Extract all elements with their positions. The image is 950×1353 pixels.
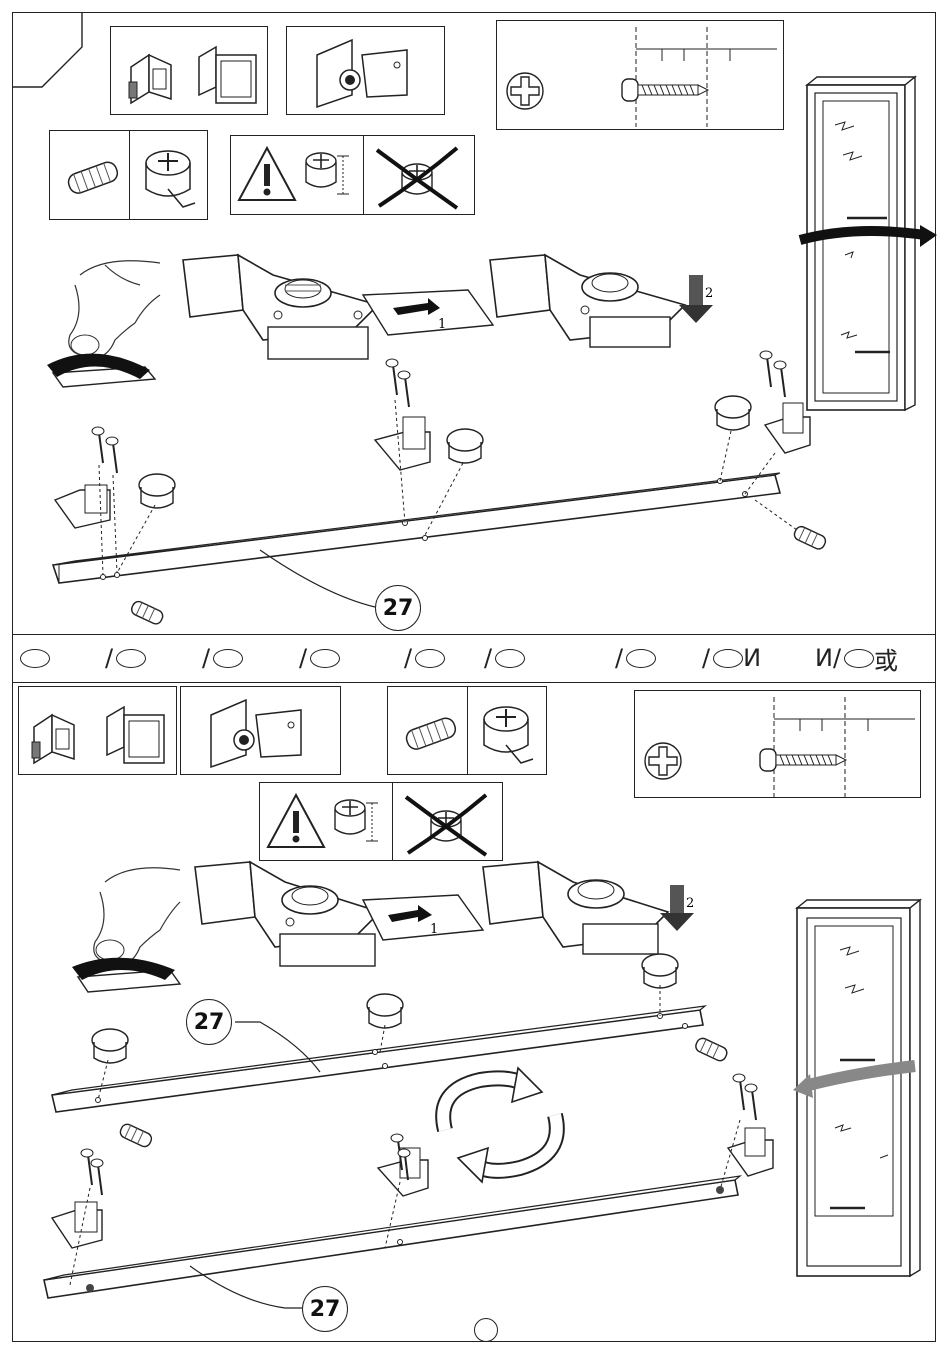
step-2-label: 2 <box>705 286 713 301</box>
mounting-plate-icon <box>312 35 422 110</box>
warning-box <box>230 135 475 215</box>
step-2-label: 2 <box>686 896 694 911</box>
hinge-clip-icon <box>24 697 84 767</box>
screw-length-gauge <box>622 27 782 127</box>
cam-correct-icon <box>299 146 359 206</box>
mounting-plate-box <box>286 26 445 115</box>
language-item: / <box>615 644 656 672</box>
hinge-plate-icon <box>99 697 169 767</box>
warning-triangle-icon <box>266 791 326 851</box>
hinge-plate-icon <box>191 37 261 107</box>
step-1-label: 1 <box>438 317 446 332</box>
phillips-head-icon <box>643 741 683 781</box>
language-item: /И <box>702 644 761 672</box>
screw-length-gauge <box>760 697 920 797</box>
press-down-arrow: 2 <box>675 275 725 325</box>
dowel-cam-box <box>49 130 208 220</box>
language-item: / <box>404 644 445 672</box>
language-item: / <box>484 644 525 672</box>
slide-plate-step-2: 1 <box>358 895 488 945</box>
corner-fold <box>12 12 92 92</box>
part-27-callout-bottom: 27 <box>302 1286 348 1332</box>
language-item <box>17 644 50 672</box>
step-1-label: 1 <box>430 922 438 937</box>
part-27-callout-middle: 27 <box>186 999 232 1045</box>
slide-plate-step: 1 <box>358 290 498 340</box>
screw-gauge-box <box>496 20 784 130</box>
warning-box-2 <box>259 782 503 861</box>
language-item: / <box>299 644 340 672</box>
mounting-plate-box-2 <box>180 686 341 775</box>
hinge-parts-box-2 <box>18 686 177 775</box>
cam-correct-icon <box>328 793 388 853</box>
wooden-dowel-icon <box>60 156 125 201</box>
dowel-cam-box-2 <box>387 686 547 775</box>
cam-wrong-icon <box>398 787 498 859</box>
mounting-plate-icon <box>206 695 316 770</box>
warning-triangle-icon <box>237 144 297 204</box>
language-item: / <box>105 644 146 672</box>
screw-gauge-box-2 <box>634 690 921 798</box>
hinge-parts-box <box>110 26 268 115</box>
hinge-clip-icon <box>121 37 181 107</box>
screw-icon <box>92 427 118 473</box>
language-item: / <box>202 644 243 672</box>
cam-lock-icon <box>138 145 203 215</box>
page-number-circle <box>474 1318 498 1342</box>
cam-lock-icon <box>476 701 541 771</box>
part-27-callout-top: 27 <box>375 585 421 631</box>
rail-assembly-top <box>45 345 845 640</box>
cam-wrong-icon <box>369 140 469 212</box>
language-row-bottom-border <box>12 682 936 683</box>
press-down-arrow-2: 2 <box>658 885 708 933</box>
rail-assembly-bottom <box>40 950 820 1325</box>
language-item: И/或 <box>815 644 898 672</box>
language-row: / / / / / / /И И/或 <box>12 634 936 682</box>
phillips-head-icon <box>505 71 545 111</box>
wooden-dowel-icon <box>398 712 463 757</box>
